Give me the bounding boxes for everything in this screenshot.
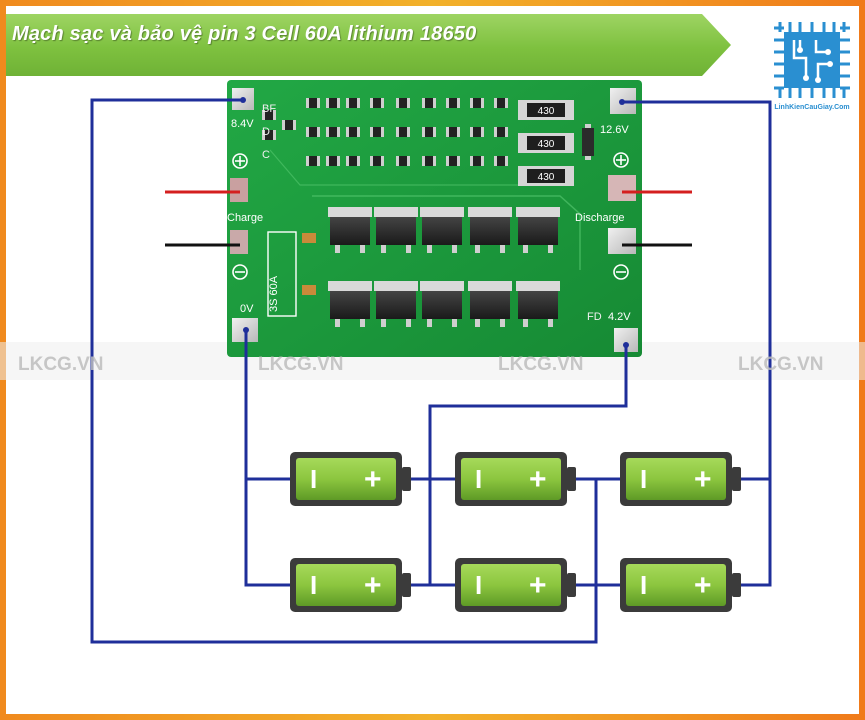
resistor-value-2: 430: [538, 139, 555, 150]
minus-terminal-icon: I: [310, 570, 317, 600]
logo-text: LinhKienCauGiay.Com: [774, 104, 850, 111]
plus-terminal-icon: +: [529, 463, 547, 496]
battery-cell: I +: [290, 452, 411, 506]
label-8v4: 8.4V: [231, 118, 254, 130]
minus-icon: [613, 264, 629, 280]
label-discharge: Discharge: [575, 212, 625, 224]
battery-cells: I + I + I + I + I +: [290, 452, 741, 612]
minus-terminal-icon: I: [640, 464, 647, 494]
battery-cell: I +: [620, 452, 741, 506]
minus-terminal-icon: I: [640, 570, 647, 600]
pad-discharge-negative: [608, 228, 636, 254]
plus-terminal-icon: +: [364, 569, 382, 602]
watermark-text: LKCG.VN: [18, 354, 104, 375]
label-4v2: 4.2V: [608, 311, 631, 323]
brand-logo: LinhKienCauGiay.Com: [768, 18, 856, 118]
battery-cell: I +: [620, 558, 741, 612]
plus-icon: [613, 152, 629, 168]
balance-wiring: [90, 98, 772, 644]
minus-terminal-icon: I: [475, 464, 482, 494]
board-pads: [230, 88, 638, 352]
battery-cell: I +: [290, 558, 411, 612]
logo-chip-icon: [770, 18, 854, 102]
title-banner: [6, 14, 731, 76]
plus-terminal-icon: +: [694, 463, 712, 496]
pad-charge-negative: [230, 230, 248, 254]
rating-label: 3S 60A: [268, 275, 280, 312]
silk-c: C: [262, 149, 270, 161]
label-12v6: 12.6V: [600, 124, 629, 136]
resistor-value-1: 430: [538, 106, 555, 117]
battery-cell: I +: [455, 452, 576, 506]
pad-discharge-positive: [608, 175, 636, 201]
minus-terminal-icon: I: [310, 464, 317, 494]
label-0v: 0V: [240, 303, 254, 315]
shunt-resistors: 430 430 430: [518, 100, 574, 186]
plus-icon: [232, 153, 248, 169]
minus-icon: [232, 264, 248, 280]
smd-components: [262, 98, 594, 295]
watermark-text: LKCG.VN: [258, 354, 344, 375]
watermark-text: LKCG.VN: [738, 354, 824, 375]
battery-cell: I +: [455, 558, 576, 612]
plus-terminal-icon: +: [529, 569, 547, 602]
pad-charge-positive: [230, 178, 248, 202]
page-title: Mạch sạc và bảo vệ pin 3 Cell 60A lithiu…: [12, 23, 477, 45]
resistor-value-3: 430: [538, 172, 555, 183]
plus-terminal-icon: +: [694, 569, 712, 602]
label-charge: Charge: [227, 212, 263, 224]
watermark-text: LKCG.VN: [498, 354, 584, 375]
plus-terminal-icon: +: [364, 463, 382, 496]
silk-bf: BF: [262, 103, 276, 115]
silk-fd: FD: [587, 311, 602, 323]
minus-terminal-icon: I: [475, 570, 482, 600]
power-leads: [165, 190, 692, 247]
silk-d: D: [262, 126, 270, 138]
